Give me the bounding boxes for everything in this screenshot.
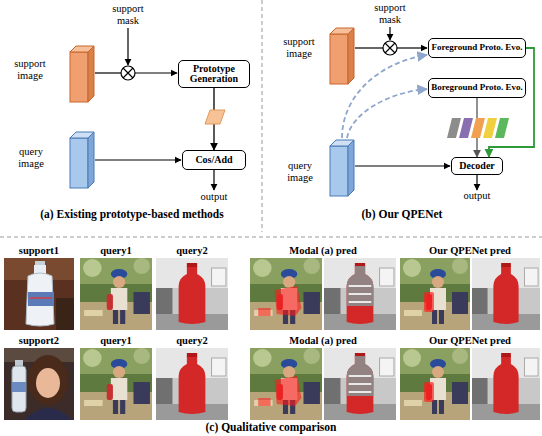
arrow-line [355,165,450,166]
photo-grid [4,258,540,420]
support-feature-block [70,46,94,102]
arrow-line [389,27,390,40]
prediction-photo [400,258,470,330]
multiply-symbol [383,41,397,55]
prototype-set [471,118,485,138]
support-feature-block [330,34,348,84]
output-label: output [190,191,238,203]
column-label: Our QPENet pred [400,335,540,347]
support-feature-block [330,28,354,84]
prototype-vector [205,110,225,124]
prediction-photo [472,348,540,420]
box-text: Prototype Generation [179,64,249,85]
prediction-photo [324,258,396,330]
multiply-symbol [123,68,133,78]
column-label: query1 [80,335,152,347]
column-label: query1 [80,245,152,257]
query-photo [80,348,152,420]
column-label: support1 [4,245,74,257]
divider-line [262,0,263,232]
input-label: support mask [104,3,152,26]
query-photo [156,348,228,420]
prototype-set [447,118,461,138]
prediction-photo [324,348,396,420]
arrow-line [135,72,177,73]
column-label: query2 [156,245,228,257]
support-feature-block [70,52,88,102]
multiply-symbol [385,43,395,53]
prototype-set [447,118,509,138]
column-label: Our QPENet pred [400,245,540,257]
box-text: Cos/Add [195,155,232,166]
support-photo [4,348,74,420]
query-feature-block [70,138,88,188]
connector-arrow [476,98,477,157]
support-photo [4,258,74,330]
box-text: Decoder [459,161,495,172]
box-text: Boreground Proto. Evo. [431,83,523,92]
process-box: Cos/Add [182,150,246,170]
process-box: Decoder [451,157,503,175]
multiply-symbol [121,66,135,80]
multiply-symbol [383,41,397,55]
arrow-line [95,72,121,73]
panel-caption: (a) Existing prototype-based methods [6,208,258,221]
output-label: output [453,190,501,202]
input-label: support image [272,36,326,59]
connector-arrow [489,48,534,157]
prediction-photo [472,258,540,330]
prediction-photo [250,258,322,330]
query-feature-block [348,140,354,196]
query-feature-block [70,132,94,188]
input-label: support image [4,58,56,81]
process-box: Foreground Proto. Evo. [428,38,526,58]
query-feature-block [88,132,94,188]
prototype-set [495,118,509,138]
dashed-arrow [342,55,427,138]
query-feature-block [330,146,348,196]
arrow-line [213,170,214,190]
arrow-line [397,47,427,48]
box-text: Foreground Proto. Evo. [431,43,522,52]
column-label: query2 [156,335,228,347]
divider-line [0,237,542,238]
column-label: Modal (a) pred [250,245,396,257]
process-box: Prototype Generation [178,60,250,88]
dashed-arrow [347,89,427,138]
column-label: Modal (a) pred [250,335,396,347]
input-label: query image [6,146,56,169]
support-feature-block [348,28,354,84]
input-label: query image [274,160,326,183]
prototype-set [483,118,497,138]
query-photo [80,258,152,330]
arrow-line [476,175,477,190]
input-label: support mask [366,2,414,25]
column-label: support2 [4,335,74,347]
support-feature-block [88,46,94,102]
prediction-photo [400,348,470,420]
panel-caption: (b) Our QPENet [266,208,538,221]
query-feature-block [330,140,354,196]
panel-caption: (c) Qualitative comparison [0,421,542,434]
multiply-symbol [121,66,135,80]
process-box: Boreground Proto. Evo. [428,78,526,98]
arrow-line [355,47,383,48]
arrow-line [95,159,181,160]
arrow-line [127,28,128,65]
query-photo [156,258,228,330]
connector-arrow [213,88,214,150]
prototype-set [459,118,473,138]
prediction-photo [250,348,322,420]
